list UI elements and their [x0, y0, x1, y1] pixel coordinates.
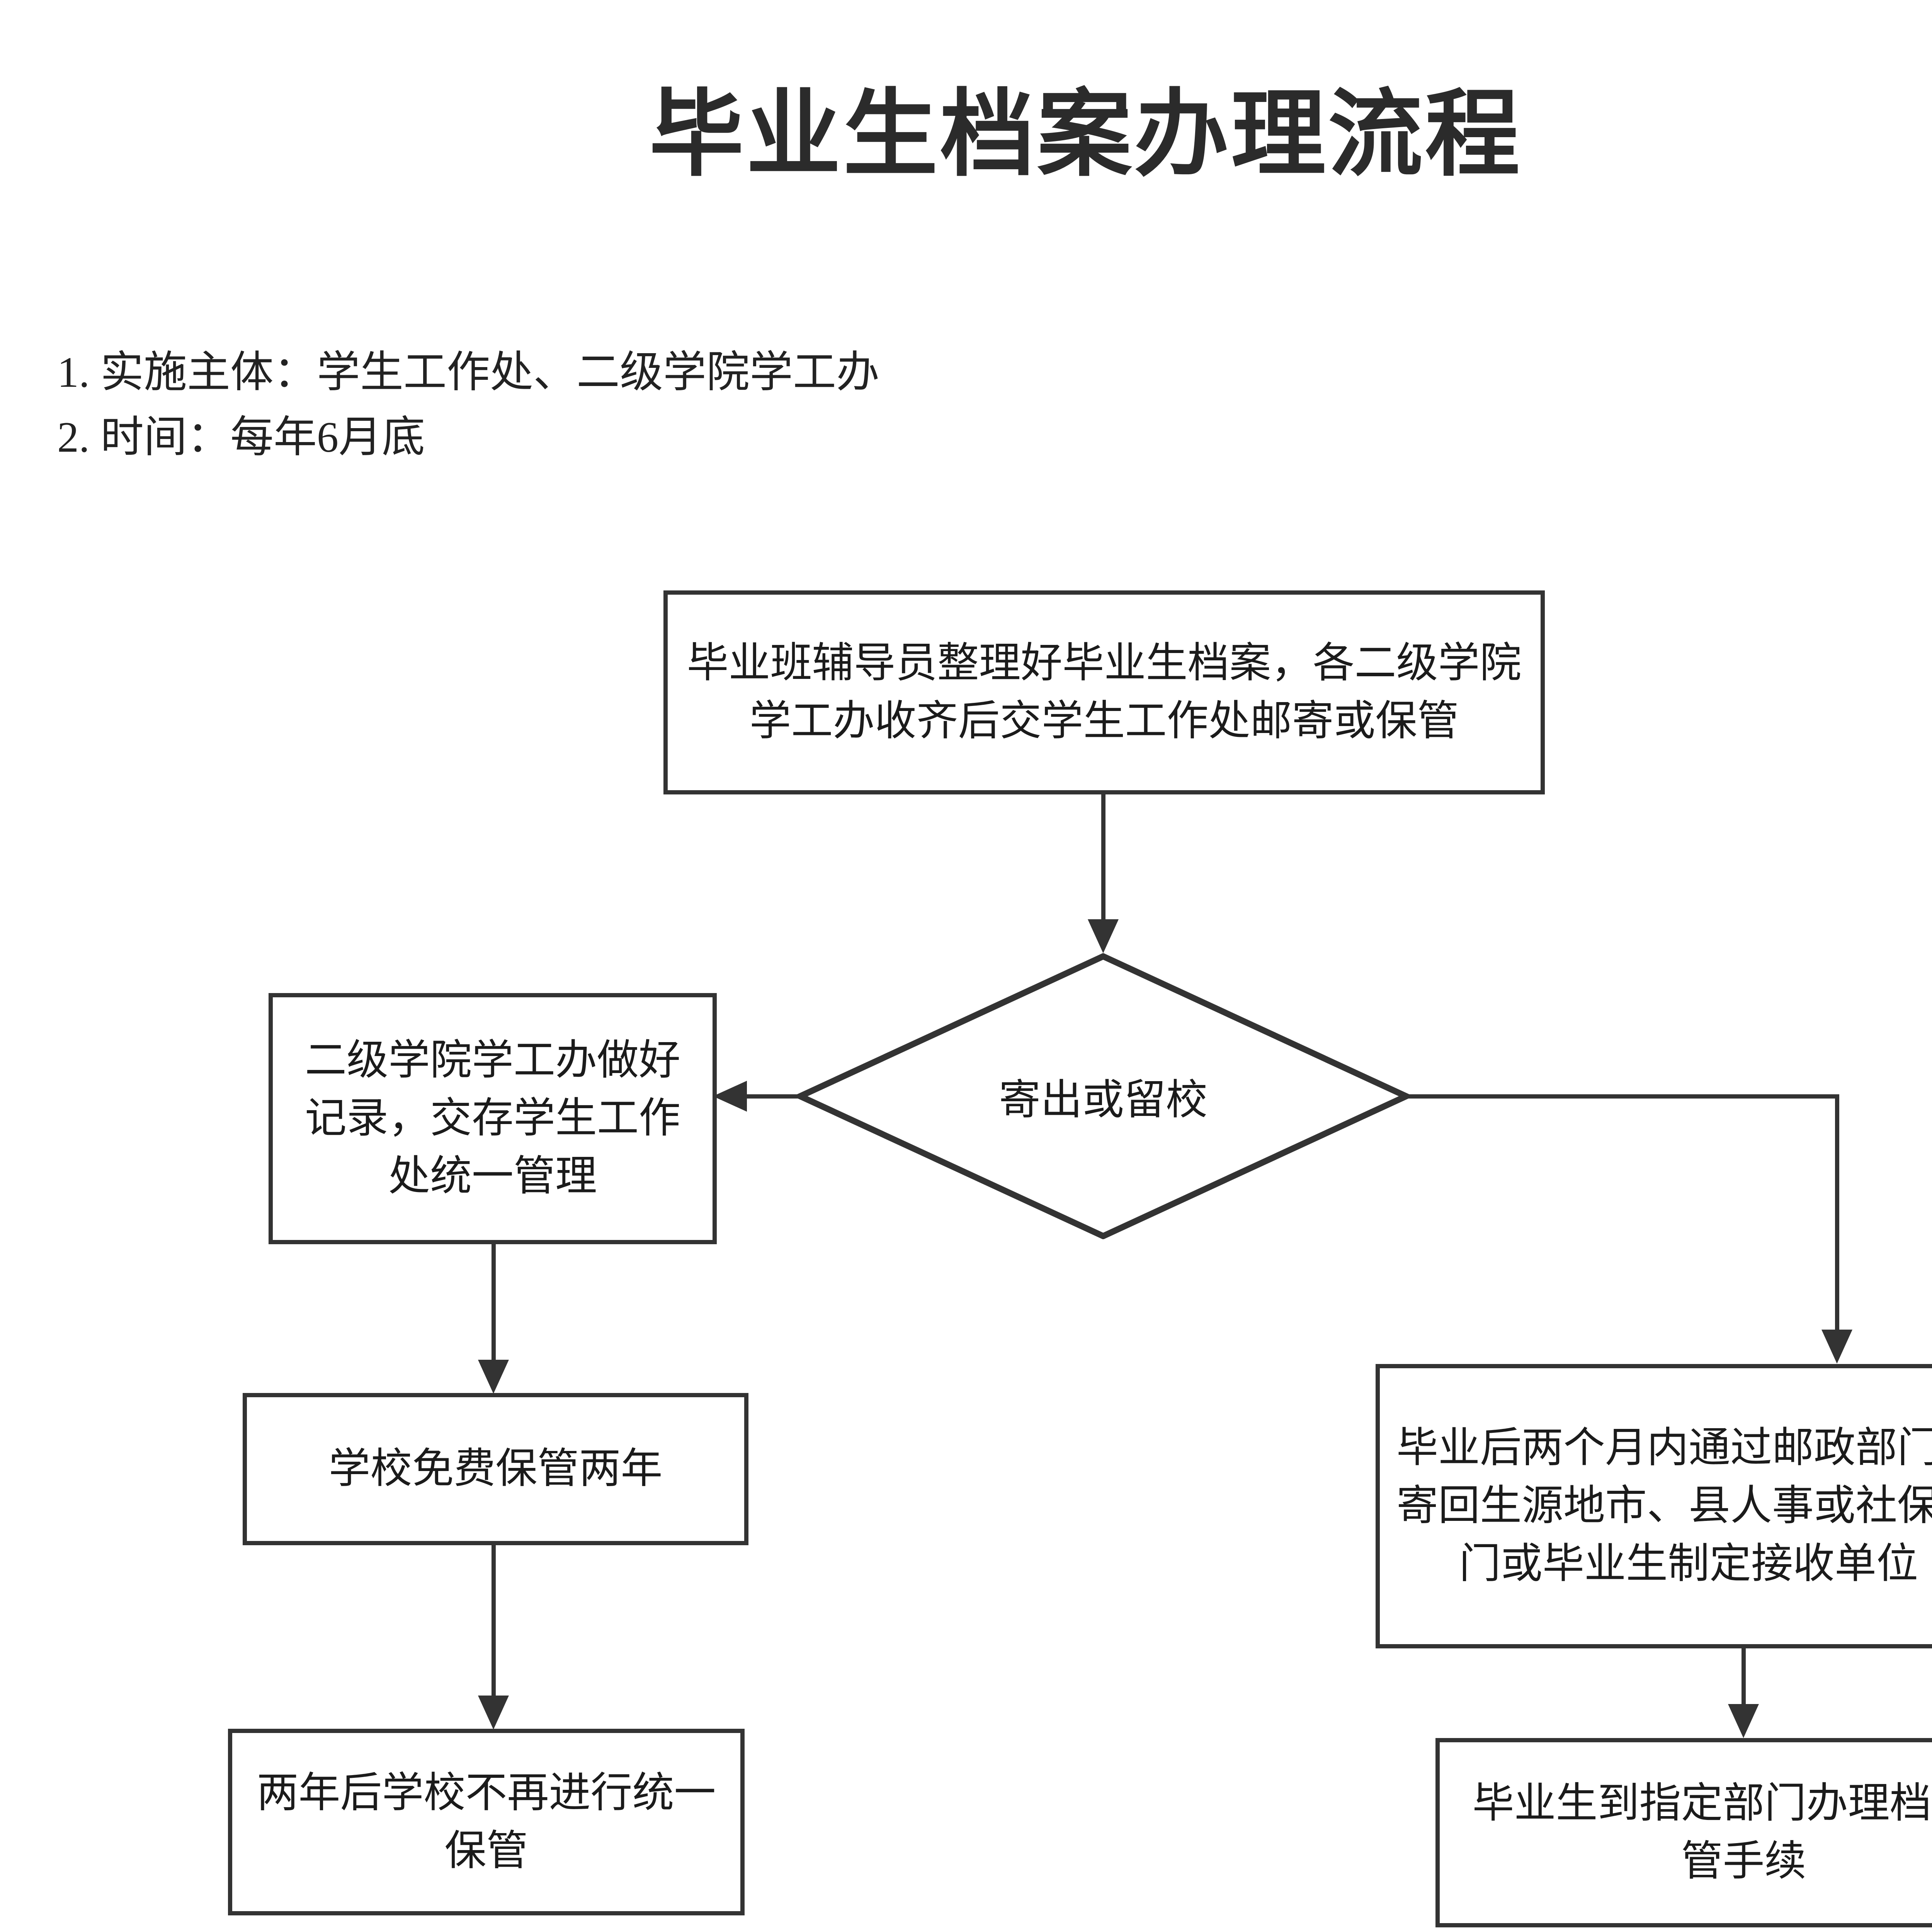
- node-free-storage-label: 学校免费保管两年: [328, 1446, 663, 1492]
- node-no-storage[interactable]: 两年后学校不再进行统一保管: [228, 1729, 745, 1915]
- page-title: 毕业生档案办理流程: [649, 79, 1522, 189]
- node-collect-label: 毕业班辅导员整理好毕业生档案，各二级学院学工办收齐后交学生工作处邮寄或保管: [687, 640, 1522, 744]
- edge-record-to-freestorage-line: [492, 1244, 496, 1360]
- node-decision-label: 寄出或留校: [998, 1077, 1208, 1123]
- edge-decision-to-record-line: [746, 1094, 798, 1099]
- node-decision[interactable]: 寄出或留校: [797, 953, 1409, 1239]
- diamond-shape: [797, 953, 1409, 1239]
- node-mail-back[interactable]: 毕业后两个月内通过邮政部门邮寄回生源地市、县人事或社保部门或毕业生制定接收单位: [1376, 1364, 1932, 1648]
- node-record[interactable]: 二级学院学工办做好记录，交存学生工作处统一管理: [269, 993, 717, 1244]
- edge-collect-to-decision-line: [1101, 794, 1105, 920]
- note-line-2: 2. 时间：每年6月底: [57, 413, 425, 461]
- edge-mailback-to-procedures-arrow: [1728, 1704, 1759, 1738]
- edge-record-to-freestorage-arrow: [478, 1360, 509, 1394]
- edge-mailback-to-procedures-line: [1742, 1648, 1746, 1704]
- node-procedures-label: 毕业生到指定部门办理档案托管手续: [1472, 1781, 1932, 1884]
- edge-decision-to-record-arrow: [713, 1081, 747, 1112]
- edge-freestorage-to-nostorage-arrow: [478, 1696, 509, 1730]
- node-procedures[interactable]: 毕业生到指定部门办理档案托管手续: [1435, 1738, 1932, 1927]
- edge-freestorage-to-nostorage-line: [492, 1545, 496, 1696]
- notes-block: 1. 实施主体：学生工作处、二级学院学工办 2. 时间：每年6月底: [57, 340, 879, 470]
- node-free-storage[interactable]: 学校免费保管两年: [243, 1393, 748, 1545]
- node-record-label: 二级学院学工办做好记录，交存学生工作处统一管理: [304, 1037, 680, 1199]
- note-line-1: 1. 实施主体：学生工作处、二级学院学工办: [57, 349, 879, 396]
- edge-decision-to-mailback-vline: [1835, 1094, 1839, 1330]
- node-collect[interactable]: 毕业班辅导员整理好毕业生档案，各二级学院学工办收齐后交学生工作处邮寄或保管: [663, 590, 1545, 794]
- edge-collect-to-decision-arrow: [1088, 919, 1119, 953]
- edge-decision-to-mailback-hline: [1406, 1094, 1839, 1099]
- node-no-storage-label: 两年后学校不再进行统一保管: [257, 1770, 716, 1874]
- edge-decision-to-mailback-arrow: [1821, 1330, 1852, 1364]
- node-mail-back-label: 毕业后两个月内通过邮政部门邮寄回生源地市、县人事或社保部门或毕业生制定接收单位: [1396, 1425, 1932, 1587]
